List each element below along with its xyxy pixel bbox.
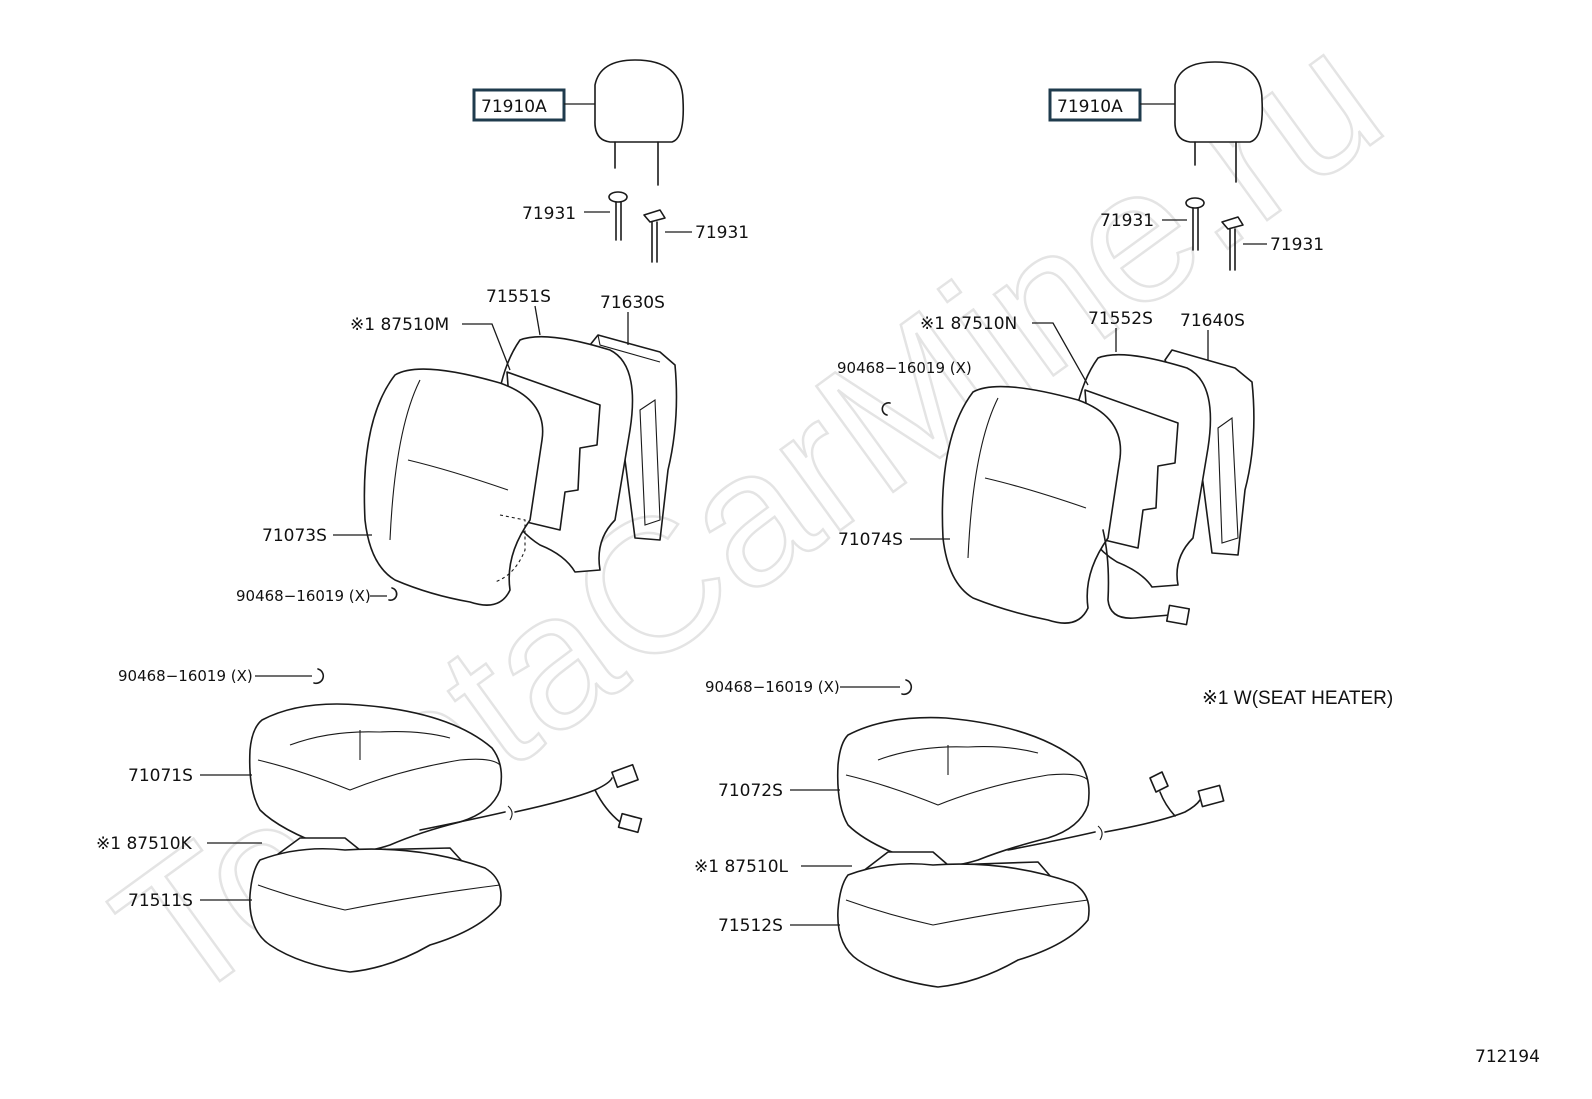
label-cushion-pad-right: 71512S <box>718 916 783 936</box>
label-cushion-pad-left: 71511S <box>128 891 193 911</box>
cushion-cover-right[interactable] <box>836 716 1090 868</box>
headrest-guide-right-a[interactable] <box>1185 197 1205 251</box>
diagram-number: 712194 <box>1475 1047 1540 1067</box>
footnote-seat-heater: ※1 W(SEAT HEATER) <box>1202 688 1393 709</box>
headrest-right[interactable] <box>1174 61 1264 183</box>
cushion-cover-left[interactable] <box>248 703 503 854</box>
harness-left[interactable] <box>419 763 643 834</box>
label-back-pad-right: 71552S <box>1088 309 1153 329</box>
label-cushion-ring-left: 90468−16019 (X) <box>118 667 253 685</box>
label-back-frame-left: 71630S <box>600 293 665 313</box>
hog-ring-right-cushion[interactable] <box>901 679 913 696</box>
label-back-heater-left: ※1 87510M <box>350 315 449 335</box>
label-cushion-heater-right: ※1 87510L <box>694 857 789 877</box>
label-back-cover-right: 71074S <box>838 530 903 550</box>
label-guide-left-b: 71931 <box>695 223 749 243</box>
seatback-cover-left[interactable] <box>363 368 544 606</box>
label-back-pad-left: 71551S <box>486 287 551 307</box>
label-guide-right-b: 71931 <box>1270 235 1324 255</box>
label-cushion-heater-left: ※1 87510K <box>96 834 193 854</box>
headrest-label-right[interactable]: 71910A <box>1048 88 1142 122</box>
svg-text:71910A: 71910A <box>1057 97 1123 117</box>
hog-ring-right-back[interactable] <box>881 402 891 416</box>
seatback-cover-right[interactable] <box>941 385 1191 626</box>
cushion-pad-right[interactable] <box>837 863 1090 988</box>
svg-text:71910A: 71910A <box>481 97 547 117</box>
headrest-guide-right-b[interactable] <box>1221 216 1244 271</box>
hog-ring-left-back[interactable] <box>388 587 398 601</box>
label-guide-left-a: 71931 <box>522 204 576 224</box>
cushion-pad-left[interactable] <box>249 848 502 973</box>
headrest-guide-left-b[interactable] <box>643 209 666 263</box>
label-back-ring-left: 90468−16019 (X) <box>236 587 371 605</box>
label-cushion-cover-right: 71072S <box>718 781 783 801</box>
headrest-left[interactable] <box>594 59 685 186</box>
hog-ring-left-cushion[interactable] <box>313 668 325 685</box>
label-back-frame-right: 71640S <box>1180 311 1245 331</box>
label-cushion-ring-right: 90468−16019 (X) <box>705 678 840 696</box>
label-back-cover-left: 71073S <box>262 526 327 546</box>
headrest-label-left[interactable]: 71910A <box>472 88 566 122</box>
label-back-heater-right: ※1 87510N <box>920 314 1017 334</box>
label-back-ring-right: 90468−16019 (X) <box>837 359 972 377</box>
label-guide-right-a: 71931 <box>1100 211 1154 231</box>
label-cushion-cover-left: 71071S <box>128 766 193 786</box>
harness-right[interactable] <box>1007 771 1225 851</box>
headrest-guide-left-a[interactable] <box>608 191 628 241</box>
